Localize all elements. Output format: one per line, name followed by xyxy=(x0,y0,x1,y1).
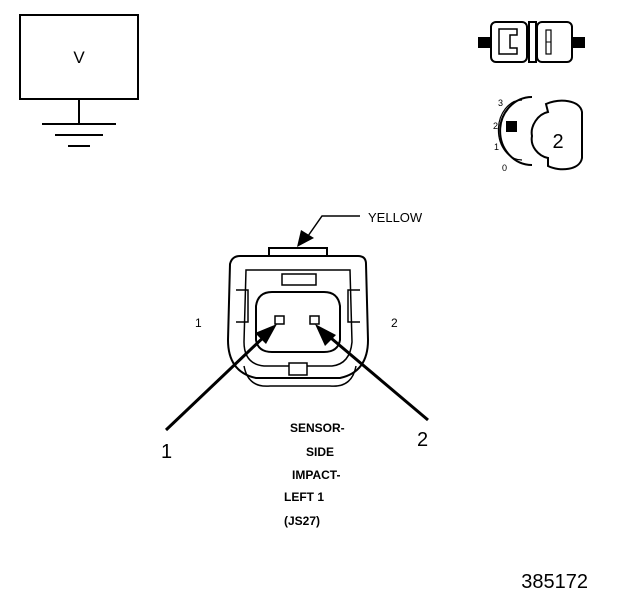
callout-label-1: 1 xyxy=(161,441,172,463)
selector-scale-1: 1 xyxy=(494,142,499,152)
cavity-label-2: 2 xyxy=(391,316,398,330)
caption-line-2: SIDE xyxy=(306,445,334,459)
connector-caption: SENSOR- SIDE IMPACT- LEFT 1 (JS27) xyxy=(284,421,345,528)
connector-face xyxy=(226,247,370,387)
ground-icon xyxy=(42,123,116,147)
figure-number: 385172 xyxy=(521,571,588,593)
selector-position-value: 2 xyxy=(552,131,563,153)
cavity-label-1: 1 xyxy=(195,316,202,330)
caption-line-3: IMPACT- xyxy=(292,468,340,482)
caption-line-1: SENSOR- xyxy=(290,421,345,435)
selector-scale-2: 2 xyxy=(493,121,498,131)
connector-color-label: YELLOW xyxy=(368,210,423,225)
selector-scale-3: 3 xyxy=(498,98,503,108)
caption-line-5: (JS27) xyxy=(284,514,320,528)
position-selector-icon: 3 2 1 0 2 xyxy=(493,96,583,173)
connector-mating-icon xyxy=(478,21,585,63)
terminal-pin-2 xyxy=(309,315,320,325)
voltmeter-symbol: V xyxy=(19,14,139,147)
caption-line-4: LEFT 1 xyxy=(284,490,324,504)
terminal-pin-1 xyxy=(274,315,285,325)
callout-arrow-2 xyxy=(315,324,429,422)
selector-scale-0: 0 xyxy=(502,163,507,173)
callout-arrow-1 xyxy=(164,324,277,432)
color-label-leader-arrow xyxy=(297,215,360,247)
callout-label-2: 2 xyxy=(417,429,428,451)
voltmeter-label: V xyxy=(73,48,85,67)
